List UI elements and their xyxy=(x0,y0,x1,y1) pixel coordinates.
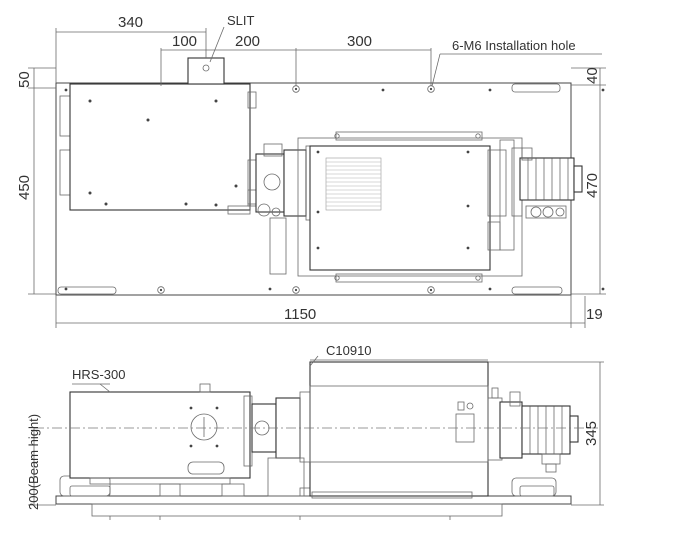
side-view: C10910 HRS-300 345 200(Beam hight) xyxy=(26,343,604,520)
top-dimensions xyxy=(28,26,606,328)
top-slot xyxy=(511,83,561,93)
camera-side xyxy=(309,361,503,499)
top-slot xyxy=(511,286,563,295)
dim-345: 345 xyxy=(583,421,600,446)
side-base-plate xyxy=(55,495,572,505)
camera-top xyxy=(297,131,523,283)
coupling-top xyxy=(247,143,317,275)
dim-200: 200 xyxy=(235,33,260,50)
installation-hole-label: 6-M6 Installation hole xyxy=(452,38,576,53)
dim-1150: 1150 xyxy=(284,306,316,323)
slit-label: SLIT xyxy=(227,13,255,28)
cooler-top xyxy=(511,147,583,219)
side-base-foot xyxy=(91,503,503,517)
top-slot xyxy=(57,286,117,295)
dim-450: 450 xyxy=(16,175,33,200)
dim-19: 19 xyxy=(586,306,603,323)
beam-height-label: 200(Beam hight) xyxy=(26,414,41,510)
side-dimensions xyxy=(28,355,604,506)
dim-40: 40 xyxy=(584,67,601,84)
spectrograph-side xyxy=(69,383,253,485)
top-view: 340 SLIT 100 200 300 6-M6 Installation h… xyxy=(16,13,606,328)
spectrograph-label: HRS-300 xyxy=(72,367,125,382)
spectrograph-top xyxy=(69,83,257,215)
coupling-side xyxy=(251,391,313,497)
dim-300: 300 xyxy=(347,33,372,50)
dim-100: 100 xyxy=(172,33,197,50)
vent-grille xyxy=(325,157,382,211)
dim-50: 50 xyxy=(16,71,33,88)
dim-470: 470 xyxy=(584,173,601,198)
detector-label: C10910 xyxy=(326,343,372,358)
cooler-side xyxy=(499,391,579,473)
dim-340: 340 xyxy=(118,14,143,31)
